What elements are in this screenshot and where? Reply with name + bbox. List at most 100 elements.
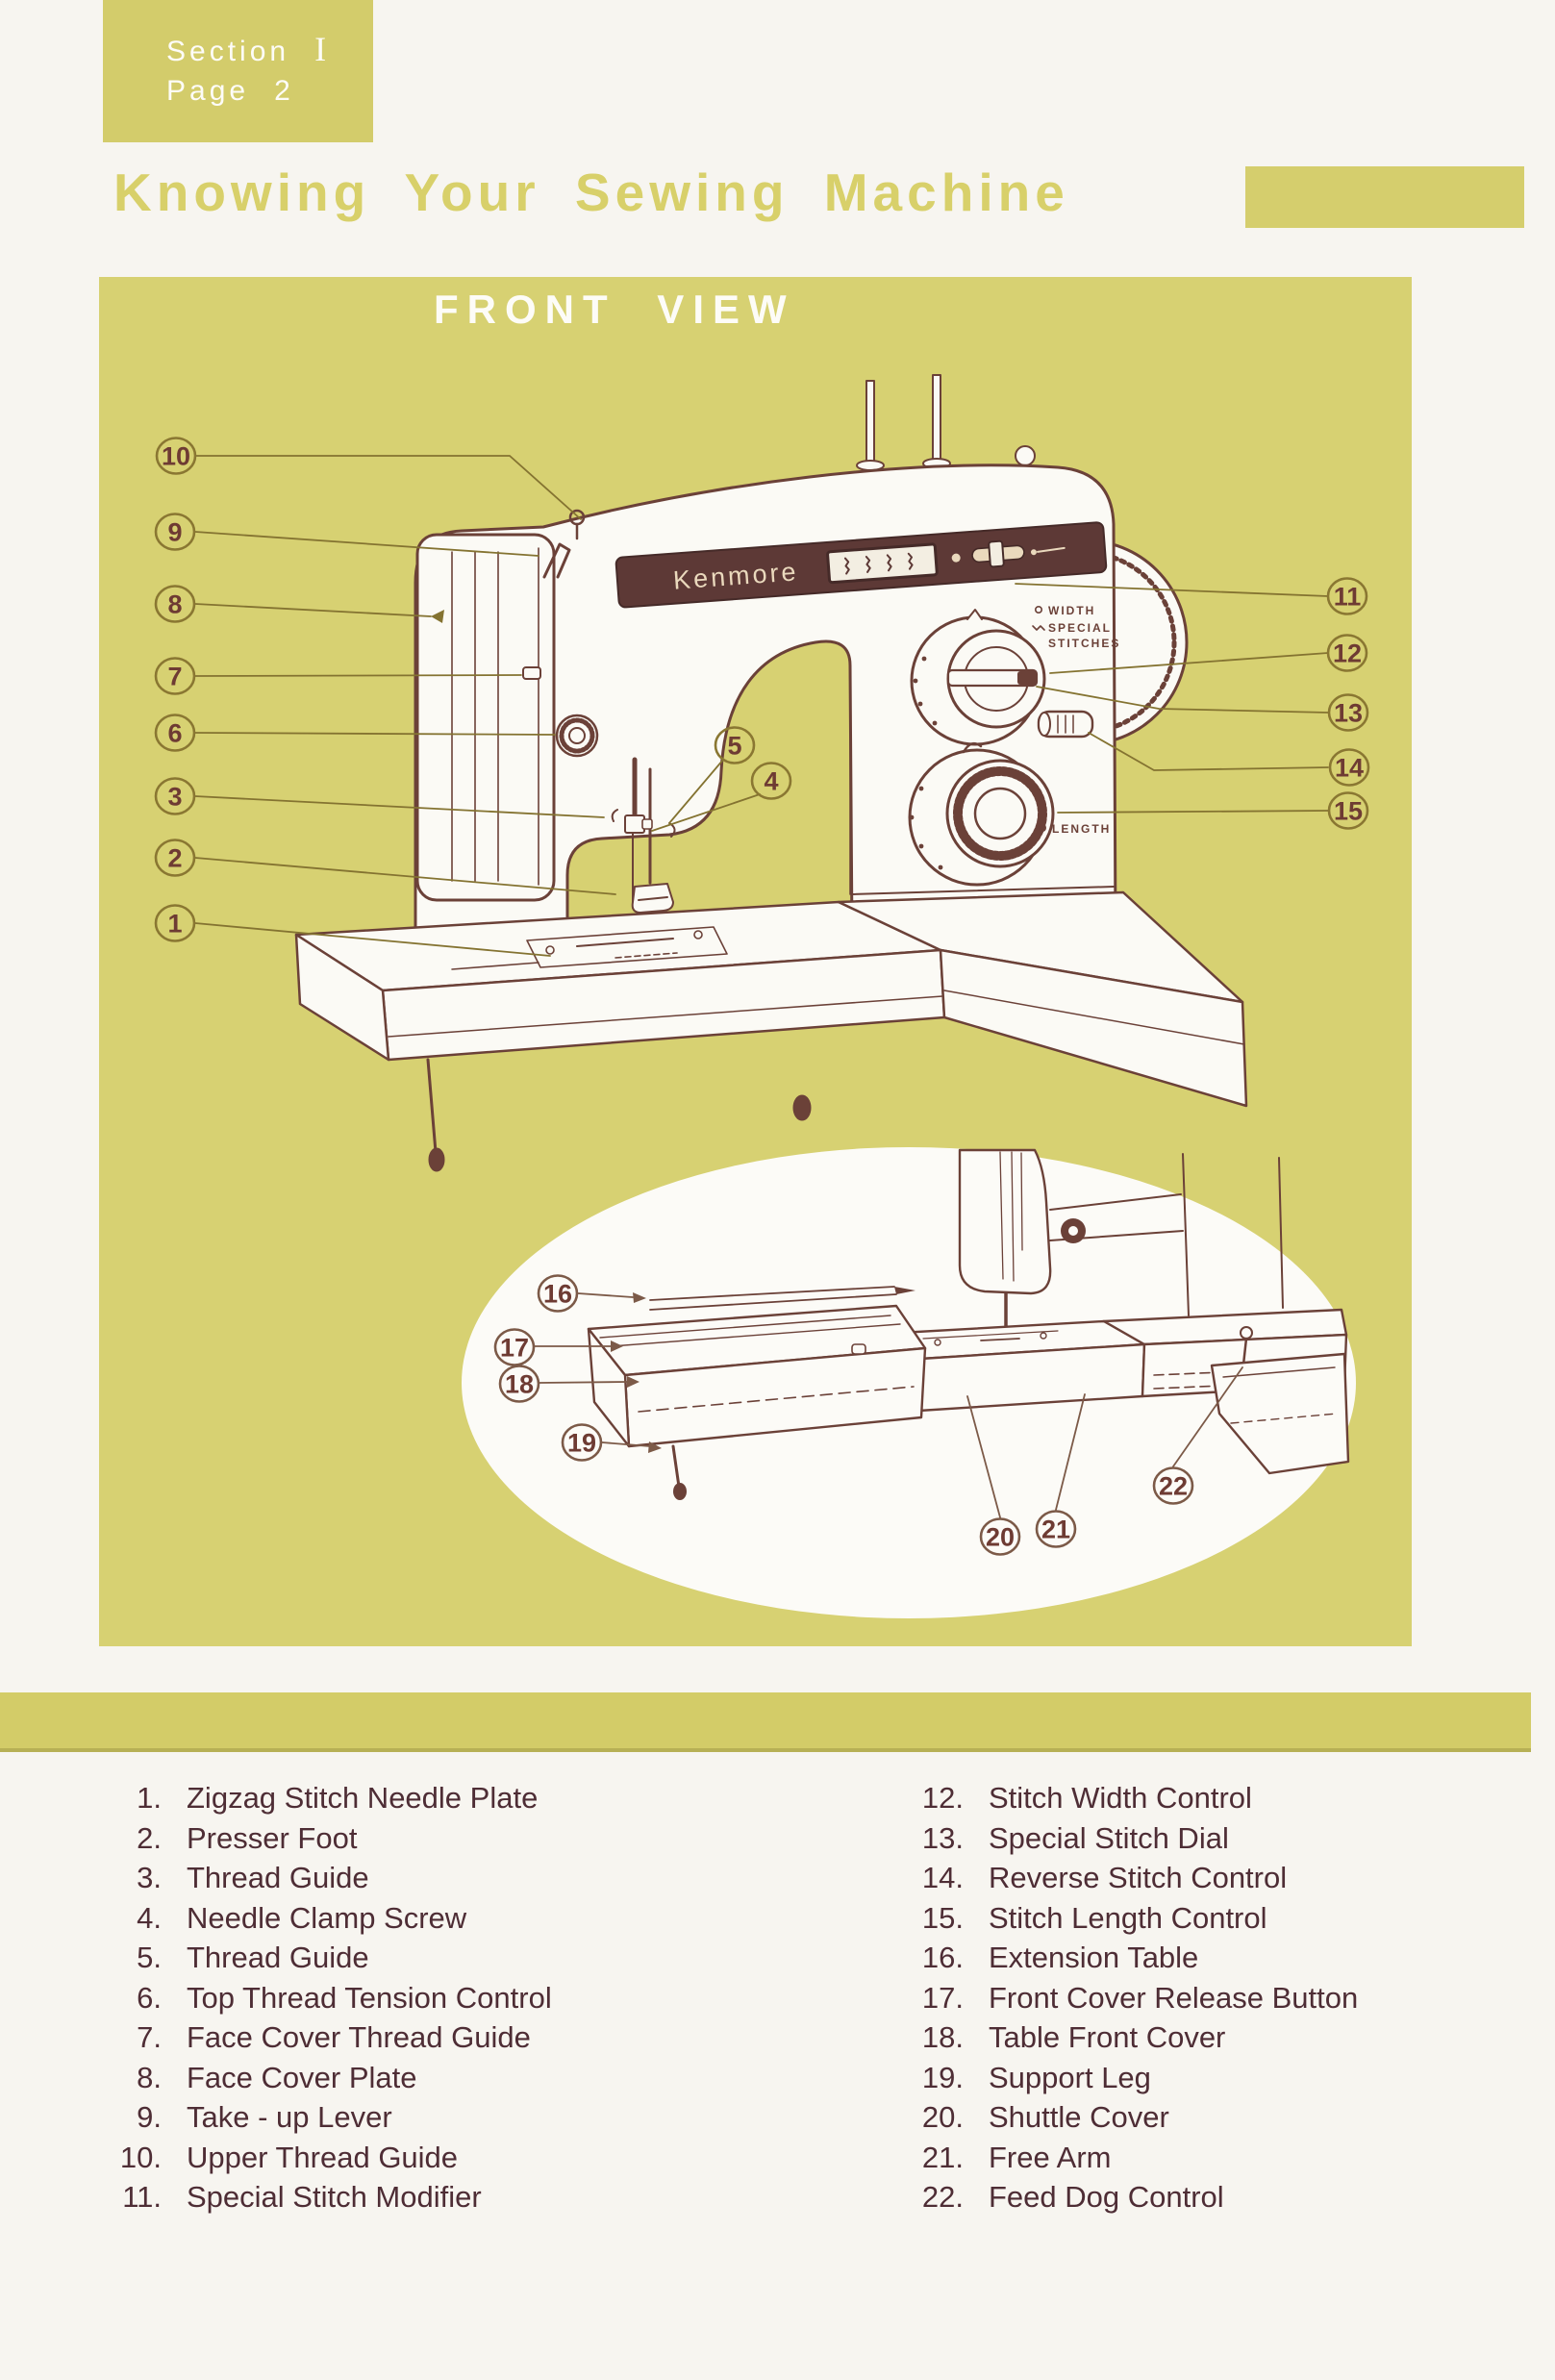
item-label: Stitch Length Control (989, 1900, 1267, 1935)
svg-text:22: 22 (1159, 1472, 1188, 1501)
parts-list-item: 8. Face Cover Plate (106, 2058, 552, 2098)
callout-12: 12 (1326, 634, 1368, 672)
stitch-length-dial (908, 741, 1055, 887)
item-label: Front Cover Release Button (989, 1980, 1359, 2015)
parts-list-item: 9. Take - up Lever (106, 2097, 552, 2138)
parts-list-item: 12. Stitch Width Control (902, 1778, 1358, 1818)
svg-text:6: 6 (167, 719, 182, 748)
face-cover-plate (415, 533, 556, 902)
item-label: Thread Guide (187, 1861, 369, 1894)
item-number: 21. (921, 2140, 964, 2174)
parts-list-item: 10. Upper Thread Guide (106, 2138, 552, 2178)
item-number: 18. (921, 2020, 964, 2054)
parts-list-item: 6. Top Thread Tension Control (106, 1978, 552, 2018)
item-number: 3. (137, 1861, 162, 1894)
item-number: 6. (137, 1980, 162, 2015)
length-symbol-icon (1039, 823, 1047, 832)
section-label: Section (166, 36, 290, 67)
item-label: Table Front Cover (989, 2020, 1226, 2054)
svg-text:3: 3 (167, 783, 182, 812)
stitch-pattern-glyphs (843, 552, 914, 575)
callout-6: 6 (154, 714, 196, 752)
parts-list-item: 1. Zigzag Stitch Needle Plate (106, 1778, 552, 1818)
needle-clamp-screw-icon (641, 818, 653, 830)
parts-list-item: 11. Special Stitch Modifier (106, 2177, 552, 2217)
inset-leader-lines (534, 1292, 1243, 1518)
item-number: 10. (119, 2140, 162, 2174)
leader-arrowheads (611, 1292, 662, 1453)
item-label: Special Stitch Modifier (187, 2180, 482, 2214)
parts-list-item: 16. Extension Table (902, 1938, 1358, 1978)
callout-5: 5 (714, 726, 756, 764)
title-accent-bar (1245, 166, 1524, 228)
callout-8: 8 (154, 585, 196, 623)
face-cover-thread-guide-icon (522, 666, 541, 680)
upper-thread-guide-icon (568, 509, 586, 540)
item-number: 19. (921, 2060, 964, 2094)
take-up-lever-icon (542, 542, 571, 579)
parts-list-item: 14. Reverse Stitch Control (902, 1858, 1358, 1898)
svg-text:8: 8 (167, 590, 182, 619)
stitch-indicator-window (826, 542, 939, 585)
inset-free-arm-view (462, 1147, 1356, 1618)
item-number: 14. (921, 1861, 964, 1894)
item-number: 8. (137, 2060, 162, 2094)
callout-10: 10 (155, 437, 197, 475)
callout-22: 22 (1152, 1466, 1194, 1505)
width-symbol-icon (1035, 605, 1043, 614)
callout-19: 19 (561, 1423, 603, 1462)
page-label: Page (166, 75, 250, 107)
svg-text:1: 1 (167, 910, 182, 939)
special-label: SPECIAL (1048, 621, 1112, 635)
stitch-width-dial (910, 609, 1046, 746)
item-number: 11. (122, 2180, 162, 2214)
seam-guide-rod (649, 1286, 897, 1311)
svg-text:2: 2 (167, 844, 182, 873)
svg-text:18: 18 (505, 1370, 534, 1399)
item-number: 17. (921, 1980, 964, 2015)
item-label: Upper Thread Guide (187, 2140, 459, 2174)
item-label: Reverse Stitch Control (989, 1861, 1288, 1894)
item-number: 7. (137, 2020, 162, 2054)
callout-4: 4 (750, 762, 792, 800)
callout-3: 3 (154, 777, 196, 815)
svg-text:12: 12 (1333, 639, 1362, 668)
callout-13: 13 (1327, 693, 1369, 732)
table-support-leg-icon (671, 1444, 687, 1500)
item-label: Top Thread Tension Control (187, 1980, 552, 2015)
parts-list-item: 21. Free Arm (902, 2138, 1358, 2178)
presser-foot-icon (631, 883, 674, 914)
svg-text:16: 16 (543, 1280, 572, 1309)
needle-plate (451, 926, 728, 970)
extension-table (587, 1286, 927, 1448)
item-label: Presser Foot (187, 1820, 358, 1855)
width-label: WIDTH (1048, 604, 1095, 617)
item-label: Face Cover Thread Guide (187, 2020, 531, 2054)
callout-15: 15 (1327, 791, 1369, 830)
callout-20: 20 (979, 1517, 1021, 1556)
leader-arrowhead (431, 610, 444, 623)
machine-line-art: Kenmore (154, 374, 1370, 1618)
stitches-label: STITCHES (1048, 637, 1120, 650)
item-number: 16. (921, 1941, 964, 1974)
control-panel: Kenmore (614, 521, 1108, 609)
page-number: 2 (274, 75, 294, 107)
special-stitch-dial-lever (946, 668, 1039, 688)
item-label: Take - up Lever (187, 2100, 392, 2134)
item-label: Shuttle Cover (989, 2100, 1169, 2134)
svg-text:19: 19 (567, 1429, 596, 1458)
svg-text:15: 15 (1334, 797, 1363, 826)
thread-guide-3-icon (611, 809, 618, 822)
page-title: Knowing Your Sewing Machine (113, 163, 1069, 222)
section-row: Section I (166, 29, 373, 69)
item-number: 9. (137, 2100, 162, 2134)
item-number: 12. (921, 1781, 964, 1815)
item-label: Feed Dog Control (989, 2180, 1224, 2214)
diagram-heading: FRONT VIEW (434, 287, 795, 332)
parts-list-item: 2. Presser Foot (106, 1818, 552, 1859)
parts-list-item: 5. Thread Guide (106, 1938, 552, 1978)
section-divider-bar (0, 1692, 1531, 1752)
callout-7: 7 (154, 657, 196, 695)
item-number: 13. (921, 1820, 964, 1855)
item-number: 22. (921, 2180, 964, 2214)
